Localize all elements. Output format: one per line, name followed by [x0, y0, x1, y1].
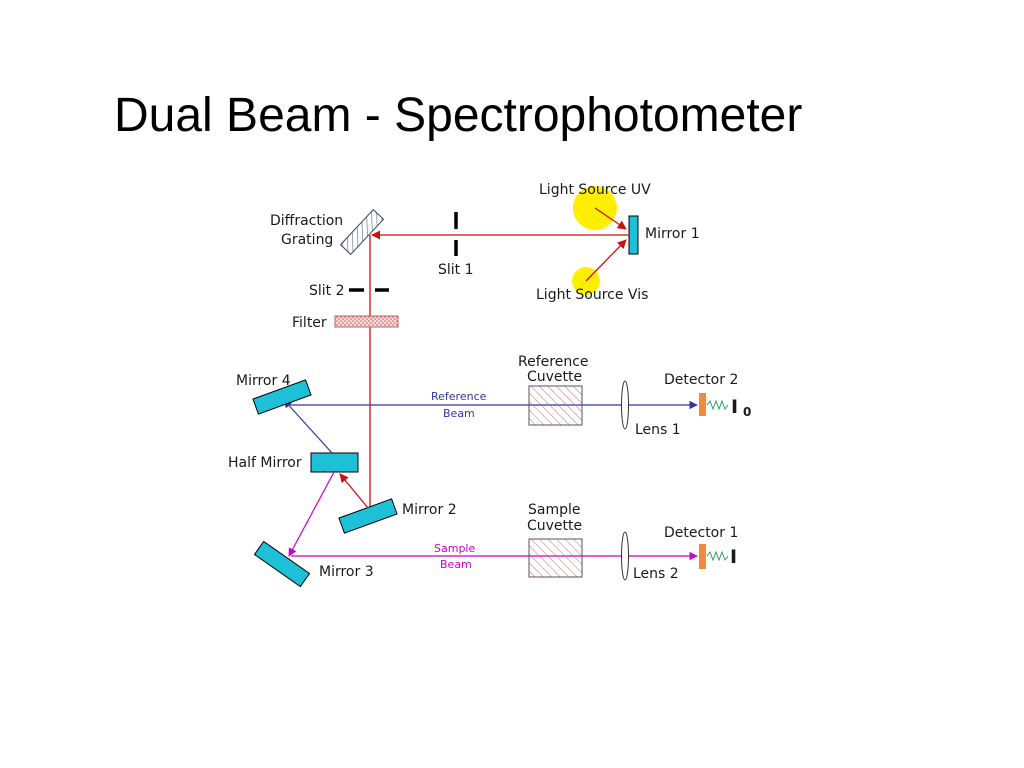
- beam-mirror2-to-halfmirror: [339, 473, 369, 509]
- intensity-reference-subscript: 0: [743, 405, 751, 419]
- lens-1: [621, 380, 629, 430]
- slit-1-label: Slit 1: [438, 262, 474, 278]
- detector-2: [699, 393, 706, 416]
- detector-2-signal-icon: [706, 399, 729, 411]
- mirror-3-label: Mirror 3: [319, 564, 374, 580]
- slit-2-label: Slit 2: [309, 283, 345, 299]
- vis-beam: [585, 239, 627, 282]
- intensity-reference-symbol: I: [731, 396, 738, 418]
- mirror-3: [253, 540, 311, 588]
- sample-beam-label-line1: Sample: [434, 542, 475, 555]
- reference-cuvette-label-line2: Cuvette: [527, 369, 582, 385]
- mirror-1: [628, 215, 639, 255]
- diffraction-grating-label-line1: Diffraction: [270, 213, 343, 229]
- mirror-4: [252, 379, 312, 415]
- slide-title: Dual Beam - Spectrophotometer: [114, 89, 803, 142]
- detector-2-label: Detector 2: [664, 372, 738, 388]
- reference-beam-label-line2: Beam: [443, 407, 475, 420]
- reference-cuvette: [528, 385, 583, 426]
- lens-1-label: Lens 1: [635, 422, 681, 438]
- mirror-1-label: Mirror 1: [645, 226, 700, 242]
- half-mirror: [310, 452, 359, 473]
- mirror-2: [338, 498, 398, 534]
- reference-beam-label-line1: Reference: [431, 390, 487, 403]
- detector-1: [699, 544, 706, 569]
- filter: [334, 315, 399, 328]
- reference-cuvette-label-line1: Reference: [518, 354, 589, 370]
- mirror-2-label: Mirror 2: [402, 502, 457, 518]
- diffraction-grating: [339, 208, 385, 256]
- half-mirror-label: Half Mirror: [228, 455, 302, 471]
- reference-beam-diagonal: [283, 399, 333, 454]
- diffraction-grating-label-line2: Grating: [281, 232, 333, 248]
- lens-2: [621, 531, 629, 581]
- filter-label: Filter: [292, 315, 327, 331]
- sample-cuvette: [528, 538, 583, 578]
- sample-beam-diagonal: [288, 471, 335, 557]
- light-source-vis-label: Light Source Vis: [536, 287, 648, 303]
- uv-beam: [594, 207, 627, 230]
- mirror-4-label: Mirror 4: [236, 373, 291, 389]
- detector-1-signal-icon: [706, 550, 729, 562]
- detector-1-label: Detector 1: [664, 525, 738, 541]
- lens-2-label: Lens 2: [633, 566, 679, 582]
- sample-cuvette-label-line2: Cuvette: [527, 518, 582, 534]
- sample-cuvette-label-line1: Sample: [528, 502, 581, 518]
- light-source-uv-label: Light Source UV: [539, 182, 651, 198]
- sample-beam-label-line2: Beam: [440, 558, 472, 571]
- intensity-sample-symbol: I: [730, 546, 737, 568]
